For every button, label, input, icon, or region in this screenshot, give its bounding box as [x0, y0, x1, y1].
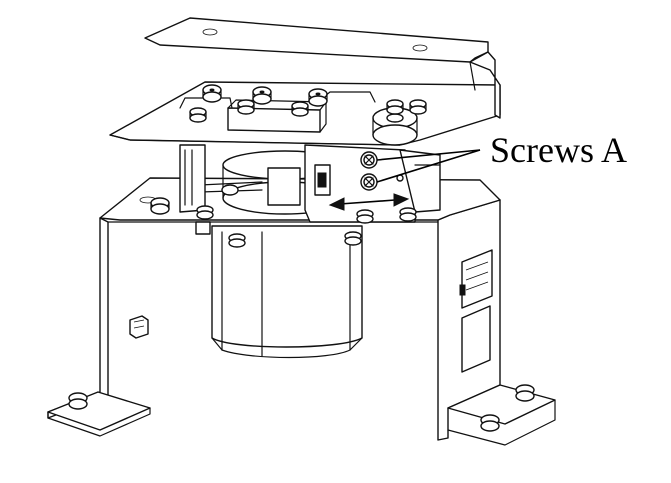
screw-icon	[356, 209, 374, 224]
callout-leaders	[376, 149, 481, 183]
screw-icon	[228, 233, 246, 248]
screws-a	[360, 151, 404, 191]
screw-icon	[237, 99, 255, 115]
motor-body	[195, 221, 363, 359]
screws-a-label: Screws A	[490, 130, 627, 170]
screw-icon	[202, 84, 222, 103]
screw-icon	[360, 173, 378, 191]
roller	[372, 107, 418, 146]
screw-icon	[515, 384, 535, 402]
screw-icon	[150, 197, 170, 215]
screw-icon	[196, 205, 214, 220]
fasteners	[68, 84, 535, 432]
upper-bracket	[144, 17, 501, 119]
screw-icon	[291, 101, 309, 117]
screw-icon	[344, 231, 362, 246]
screw-icon	[189, 107, 207, 123]
screw-icon	[308, 88, 328, 107]
screw-icon	[360, 151, 378, 169]
screw-icon	[399, 207, 417, 222]
screw-icon	[480, 414, 500, 432]
screw-icon	[386, 99, 404, 115]
double-arrow-icon	[328, 193, 410, 211]
screw-icon	[409, 99, 427, 115]
screw-icon	[68, 392, 88, 410]
screw-icon	[252, 86, 272, 105]
